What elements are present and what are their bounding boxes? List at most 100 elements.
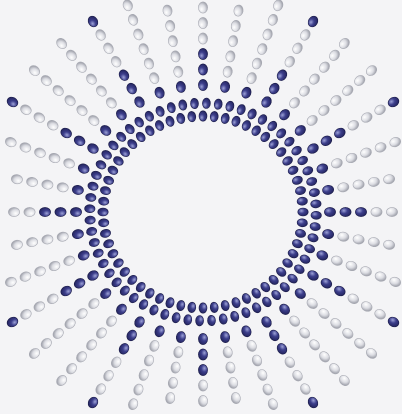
navy-bead [386,315,400,329]
silver-bead [371,207,382,216]
navy-bead [214,99,223,110]
silver-bead [173,65,184,78]
silver-bead [27,346,41,360]
silver-bead [341,83,355,97]
navy-bead [229,310,240,322]
navy-bead [310,222,321,231]
silver-bead [305,113,319,127]
navy-bead [98,123,112,137]
silver-bead [330,254,344,266]
navy-bead [267,138,280,151]
silver-bead [359,265,373,277]
silver-bead [329,316,343,330]
navy-bead [87,181,99,191]
silver-bead [143,57,155,71]
silver-bead [198,33,207,44]
silver-bead [198,395,207,406]
silver-bead [225,361,236,374]
navy-bead [241,119,253,132]
silver-bead [368,237,381,248]
silver-bead [261,28,273,42]
navy-bead [278,281,291,294]
silver-bead [11,174,24,185]
navy-bead [287,248,300,260]
silver-bead [287,96,301,110]
navy-bead [319,277,333,291]
silver-bead [148,339,160,353]
navy-bead [293,263,306,275]
silver-bead [19,308,33,322]
silver-bead [360,300,374,314]
silver-bead [317,306,331,320]
navy-bead [86,142,100,156]
silver-bead [374,270,388,282]
navy-bead [137,298,149,311]
silver-bead [56,231,69,242]
navy-bead [175,81,186,94]
navy-bead [134,130,147,143]
silver-bead [94,84,108,98]
silver-bead [167,35,178,48]
navy-bead [297,197,308,206]
navy-bead [117,342,131,356]
navy-bead [100,149,113,161]
navy-bead [281,155,294,167]
navy-bead [97,258,110,270]
silver-bead [297,84,311,98]
silver-bead [352,73,366,87]
navy-bead [322,229,335,240]
navy-bead [198,64,207,75]
navy-bead [176,112,186,124]
silver-bead [198,2,207,13]
silver-bead [41,234,54,245]
navy-bead [286,272,299,285]
navy-bead [153,324,165,338]
navy-bead [306,395,320,409]
silver-bead [327,48,341,62]
navy-bead [77,249,91,261]
navy-bead [275,146,288,159]
navy-bead [225,100,235,112]
navy-bead [86,227,98,237]
silver-bead [26,176,39,187]
silver-bead [39,73,53,87]
navy-bead [250,124,262,137]
silver-bead [352,336,366,350]
navy-bead [98,218,109,227]
silver-bead [383,239,396,250]
silver-bead [251,354,263,368]
navy-bead [198,48,207,59]
silver-bead [170,361,181,374]
silver-bead [162,4,173,17]
silver-bead [33,265,47,277]
silver-bead [251,57,263,71]
navy-bead [143,110,155,123]
silver-bead [261,383,273,397]
navy-bead [187,302,196,313]
navy-bead [275,342,289,356]
navy-bead [333,126,347,140]
navy-bead [311,211,322,219]
navy-bead [241,292,253,305]
silver-bead [388,276,402,288]
navy-bead [236,103,247,115]
navy-bead [166,101,177,113]
silver-bead [386,207,397,216]
silver-bead [359,146,373,158]
navy-bead [92,248,105,259]
navy-bead [297,218,308,227]
navy-bead [102,175,114,186]
silver-bead [84,72,98,86]
navy-bead [290,144,303,156]
navy-bead [165,296,176,308]
navy-bead [103,267,116,279]
silver-bead [364,346,378,360]
silver-bead [173,346,184,359]
navy-bead [85,216,96,225]
silver-bead [287,314,301,328]
navy-bead [187,111,196,122]
silver-bead [346,119,360,133]
navy-bead [106,164,119,176]
navy-bead [110,276,123,289]
navy-bead [307,233,319,243]
